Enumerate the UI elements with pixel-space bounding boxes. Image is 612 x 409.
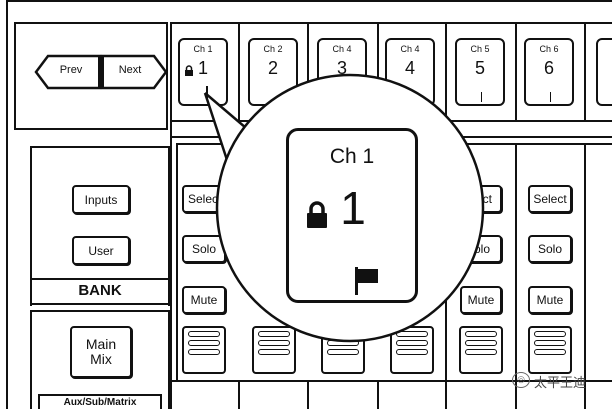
strip-divider xyxy=(238,22,240,122)
lower-strip-divider xyxy=(176,143,178,382)
fader-icon-2[interactable] xyxy=(252,326,296,374)
callout-channel-label: Ch 1 xyxy=(329,145,375,168)
solo-button-ch1[interactable]: Solo xyxy=(182,235,226,263)
lower-strip-divider xyxy=(377,382,379,409)
watermark-logo-icon: ◎ xyxy=(512,372,530,388)
console-top-border xyxy=(6,0,612,2)
channel-5-label: Ch 5 xyxy=(470,44,490,54)
lower-strip-divider xyxy=(307,382,309,409)
left-control-column xyxy=(30,146,170,306)
next-button[interactable]: Next xyxy=(118,64,142,76)
channel-4-label: Ch 4 xyxy=(400,44,420,54)
solo-button-ch6[interactable]: Solo xyxy=(528,235,572,263)
fader-icon-5[interactable] xyxy=(459,326,503,374)
prev-button[interactable]: Prev xyxy=(59,64,83,76)
fader-icon-6[interactable] xyxy=(528,326,572,374)
aux-sub-matrix-label: Aux/Sub/Matrix xyxy=(38,394,162,409)
main-mix-area xyxy=(30,310,170,409)
bank-label: BANK xyxy=(78,282,122,299)
channel-4-number: 4 xyxy=(404,58,415,78)
callout-channel-display: Ch 1 1 xyxy=(286,128,418,303)
mute-button-ch6[interactable]: Mute xyxy=(528,286,572,314)
inputs-button[interactable]: Inputs xyxy=(72,185,130,214)
console-left-border xyxy=(6,0,8,409)
flag-pole-icon xyxy=(206,86,208,100)
main-mix-button[interactable]: Main Mix xyxy=(70,326,132,378)
flag-pole-icon xyxy=(550,92,551,102)
bank-top-line xyxy=(30,278,172,280)
lower-strip-divider xyxy=(238,382,240,409)
channel-6-number: 6 xyxy=(543,58,554,78)
lock-icon xyxy=(307,201,327,228)
mute-button-ch1[interactable]: Mute xyxy=(182,286,226,314)
channel-2-label: Ch 2 xyxy=(263,44,283,54)
strip-divider xyxy=(307,22,309,122)
flag-icon xyxy=(355,267,378,295)
flag-pole-icon xyxy=(481,92,482,102)
user-button[interactable]: User xyxy=(72,236,130,265)
watermark-text: 太平王迪 xyxy=(534,376,587,391)
callout-channel-number: 1 xyxy=(340,182,366,234)
prev-next-rocker xyxy=(34,54,168,90)
nav-area xyxy=(14,22,168,130)
fader-icon-4[interactable] xyxy=(390,326,434,374)
channel-3-label: Ch 4 xyxy=(332,44,352,54)
strip-divider xyxy=(515,22,517,122)
channel-3-number: 3 xyxy=(336,58,347,78)
channel-1-label: Ch 1 xyxy=(193,44,213,54)
channel-display-5[interactable]: Ch 5 5 xyxy=(455,38,505,106)
channel-1-number: 1 xyxy=(197,58,208,78)
strip-divider xyxy=(445,22,447,122)
left-column-top-line xyxy=(30,146,172,148)
strip-divider xyxy=(170,22,172,409)
channel-5-number: 5 xyxy=(474,58,485,78)
main-mix-label-line1: Main xyxy=(85,336,117,352)
mute-button-ch5[interactable]: Mute xyxy=(460,286,502,314)
select-button-ch6[interactable]: Select xyxy=(528,185,572,213)
lower-strip-divider xyxy=(584,143,586,409)
lower-strip-divider xyxy=(515,143,517,409)
lock-icon xyxy=(185,65,193,76)
channel-2-number: 2 xyxy=(267,58,278,78)
strip-divider xyxy=(584,22,586,122)
channel-display-1[interactable]: Ch 1 1 xyxy=(178,38,228,106)
strip-divider xyxy=(377,22,379,122)
fader-icon-1[interactable] xyxy=(182,326,226,374)
channel-display-partial[interactable] xyxy=(596,38,612,106)
channel-6-label: Ch 6 xyxy=(539,44,559,54)
channel-display-6[interactable]: Ch 6 6 xyxy=(524,38,574,106)
main-mix-label-line2: Mix xyxy=(90,351,112,367)
bank-bottom-line xyxy=(30,303,172,305)
